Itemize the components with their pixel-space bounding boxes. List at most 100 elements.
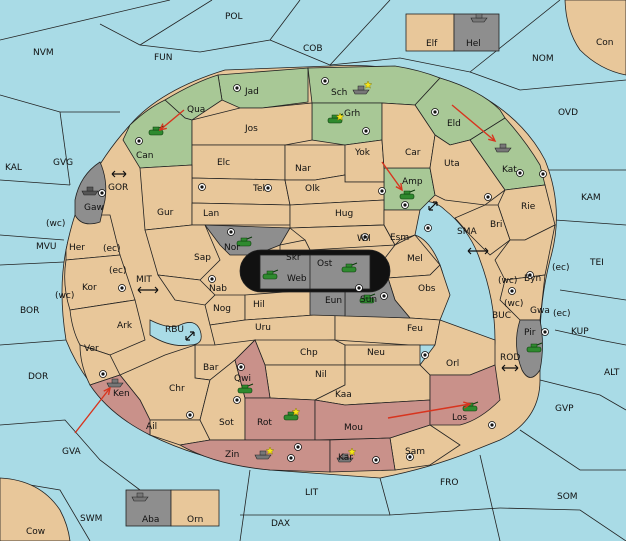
label-kar: Kar <box>338 453 353 463</box>
territory-yok[interactable] <box>344 139 385 183</box>
territory-cow[interactable] <box>0 477 71 541</box>
army-unit-icon[interactable] <box>237 383 254 394</box>
label-amp: Amp <box>402 177 423 187</box>
supply-centre-dot <box>233 84 241 92</box>
territory-zin[interactable] <box>178 439 331 473</box>
supply-centre-dot <box>488 421 496 429</box>
supply-centre-dot <box>99 370 107 378</box>
army-unit-icon[interactable] <box>236 236 253 247</box>
label-kor-wc: (wc) <box>55 291 74 301</box>
supply-centre-dot <box>372 456 380 464</box>
territory-web[interactable] <box>259 254 371 290</box>
label-zin: Zin <box>225 450 239 460</box>
supply-centre-dot <box>98 189 106 197</box>
label-sam: Sam <box>405 447 425 457</box>
fleet-unit-icon[interactable] <box>254 450 272 460</box>
fleet-unit-icon[interactable] <box>336 453 354 463</box>
territory-qua[interactable] <box>164 74 223 121</box>
land-labels: Elf Hel Jad Sch Qua Jos Grh Eld Can Elc … <box>69 39 550 525</box>
territory-ark[interactable] <box>69 299 146 356</box>
territory-gur[interactable] <box>139 164 193 231</box>
supply-centre-dot <box>198 183 206 191</box>
label-jad: Jad <box>244 87 259 97</box>
label-swm: SWM <box>80 514 102 524</box>
territory-her[interactable] <box>65 214 121 261</box>
label-kup: KUP <box>571 327 589 337</box>
label-bor: BOR <box>20 306 39 316</box>
territory-tel[interactable] <box>191 177 291 206</box>
fleet-unit-icon[interactable] <box>81 186 99 196</box>
territory-nar[interactable] <box>284 144 346 181</box>
army-unit-icon[interactable] <box>262 269 279 280</box>
territory-los[interactable] <box>429 364 501 426</box>
label-nvm: NVM <box>33 48 54 58</box>
label-con: Con <box>596 38 614 48</box>
territory-neu[interactable] <box>344 344 421 366</box>
label-gwa-wc: (wc) <box>504 299 523 309</box>
label-sma: SMA <box>457 227 477 237</box>
supply-centre-dot <box>118 284 126 292</box>
territory-jad[interactable] <box>217 67 309 109</box>
label-hel: Hel <box>466 39 481 49</box>
label-grh: Grh <box>344 109 360 119</box>
dislodged-star-icon <box>347 447 357 456</box>
fleet-unit-icon[interactable] <box>131 492 149 502</box>
label-eld: Eld <box>447 119 461 129</box>
move-order-arrow <box>387 401 472 419</box>
supply-centre-dot <box>541 328 549 336</box>
supply-centre-dot <box>294 443 302 451</box>
label-bri: Bri <box>490 220 502 230</box>
label-tei: TEI <box>589 258 604 268</box>
supply-centre-dot <box>508 287 516 295</box>
territory-orn[interactable] <box>170 489 220 527</box>
supply-centre-dot <box>227 228 235 236</box>
territory-rot[interactable] <box>244 397 316 441</box>
label-esm: Esm <box>390 233 409 243</box>
supply-centre-dot <box>233 396 241 404</box>
strait-markers <box>111 170 519 372</box>
label-her: Her <box>69 243 85 253</box>
territory-kar[interactable] <box>329 437 396 473</box>
fleet-unit-icon[interactable] <box>470 13 488 23</box>
label-lan: Lan <box>203 209 219 219</box>
supply-centre-dot <box>186 411 194 419</box>
label-gor: GOR <box>108 183 128 193</box>
label-lit: LIT <box>305 488 319 498</box>
supply-centre-dot <box>526 271 534 279</box>
label-hil: Hil <box>253 300 265 310</box>
fleet-unit-icon[interactable] <box>494 143 512 153</box>
label-gaw-wc: (wc) <box>46 219 65 229</box>
label-sot: Sot <box>219 418 234 428</box>
label-gwa: Gwa <box>530 306 550 316</box>
territory-con[interactable] <box>564 0 626 76</box>
label-orl: Orl <box>446 359 459 369</box>
army-unit-icon[interactable] <box>526 342 543 353</box>
label-rot: Rot <box>257 418 272 428</box>
supply-centre-dot <box>264 184 272 192</box>
supply-centre-dot <box>431 108 439 116</box>
army-unit-icon[interactable] <box>341 262 358 273</box>
label-dor: DOR <box>28 372 48 382</box>
army-unit-icon[interactable] <box>359 293 376 304</box>
label-gva: GVA <box>62 447 82 457</box>
fleet-unit-icon[interactable] <box>352 85 370 95</box>
territory-bri[interactable] <box>454 204 511 256</box>
territory-wil[interactable] <box>288 224 396 251</box>
territory-elc[interactable] <box>191 144 286 181</box>
territory-feu[interactable] <box>334 314 441 346</box>
fleet-unit-icon[interactable] <box>106 378 124 388</box>
supply-centre-dot <box>539 170 547 178</box>
territory-elf[interactable] <box>405 13 455 52</box>
supply-centre-dot <box>516 169 524 177</box>
strait-gor-arrow <box>111 170 127 178</box>
army-unit-icon[interactable] <box>399 189 416 200</box>
territory-aba[interactable] <box>125 489 172 527</box>
strait-rod-arrow <box>501 364 519 372</box>
label-kal: KAL <box>5 163 22 173</box>
supply-centre-dot <box>424 224 432 232</box>
label-eun: Eun <box>325 296 342 306</box>
label-nog: Nog <box>213 304 231 314</box>
territory-esm[interactable] <box>383 209 421 246</box>
label-jos: Jos <box>244 124 258 134</box>
inner-sea-rbu <box>149 319 202 346</box>
